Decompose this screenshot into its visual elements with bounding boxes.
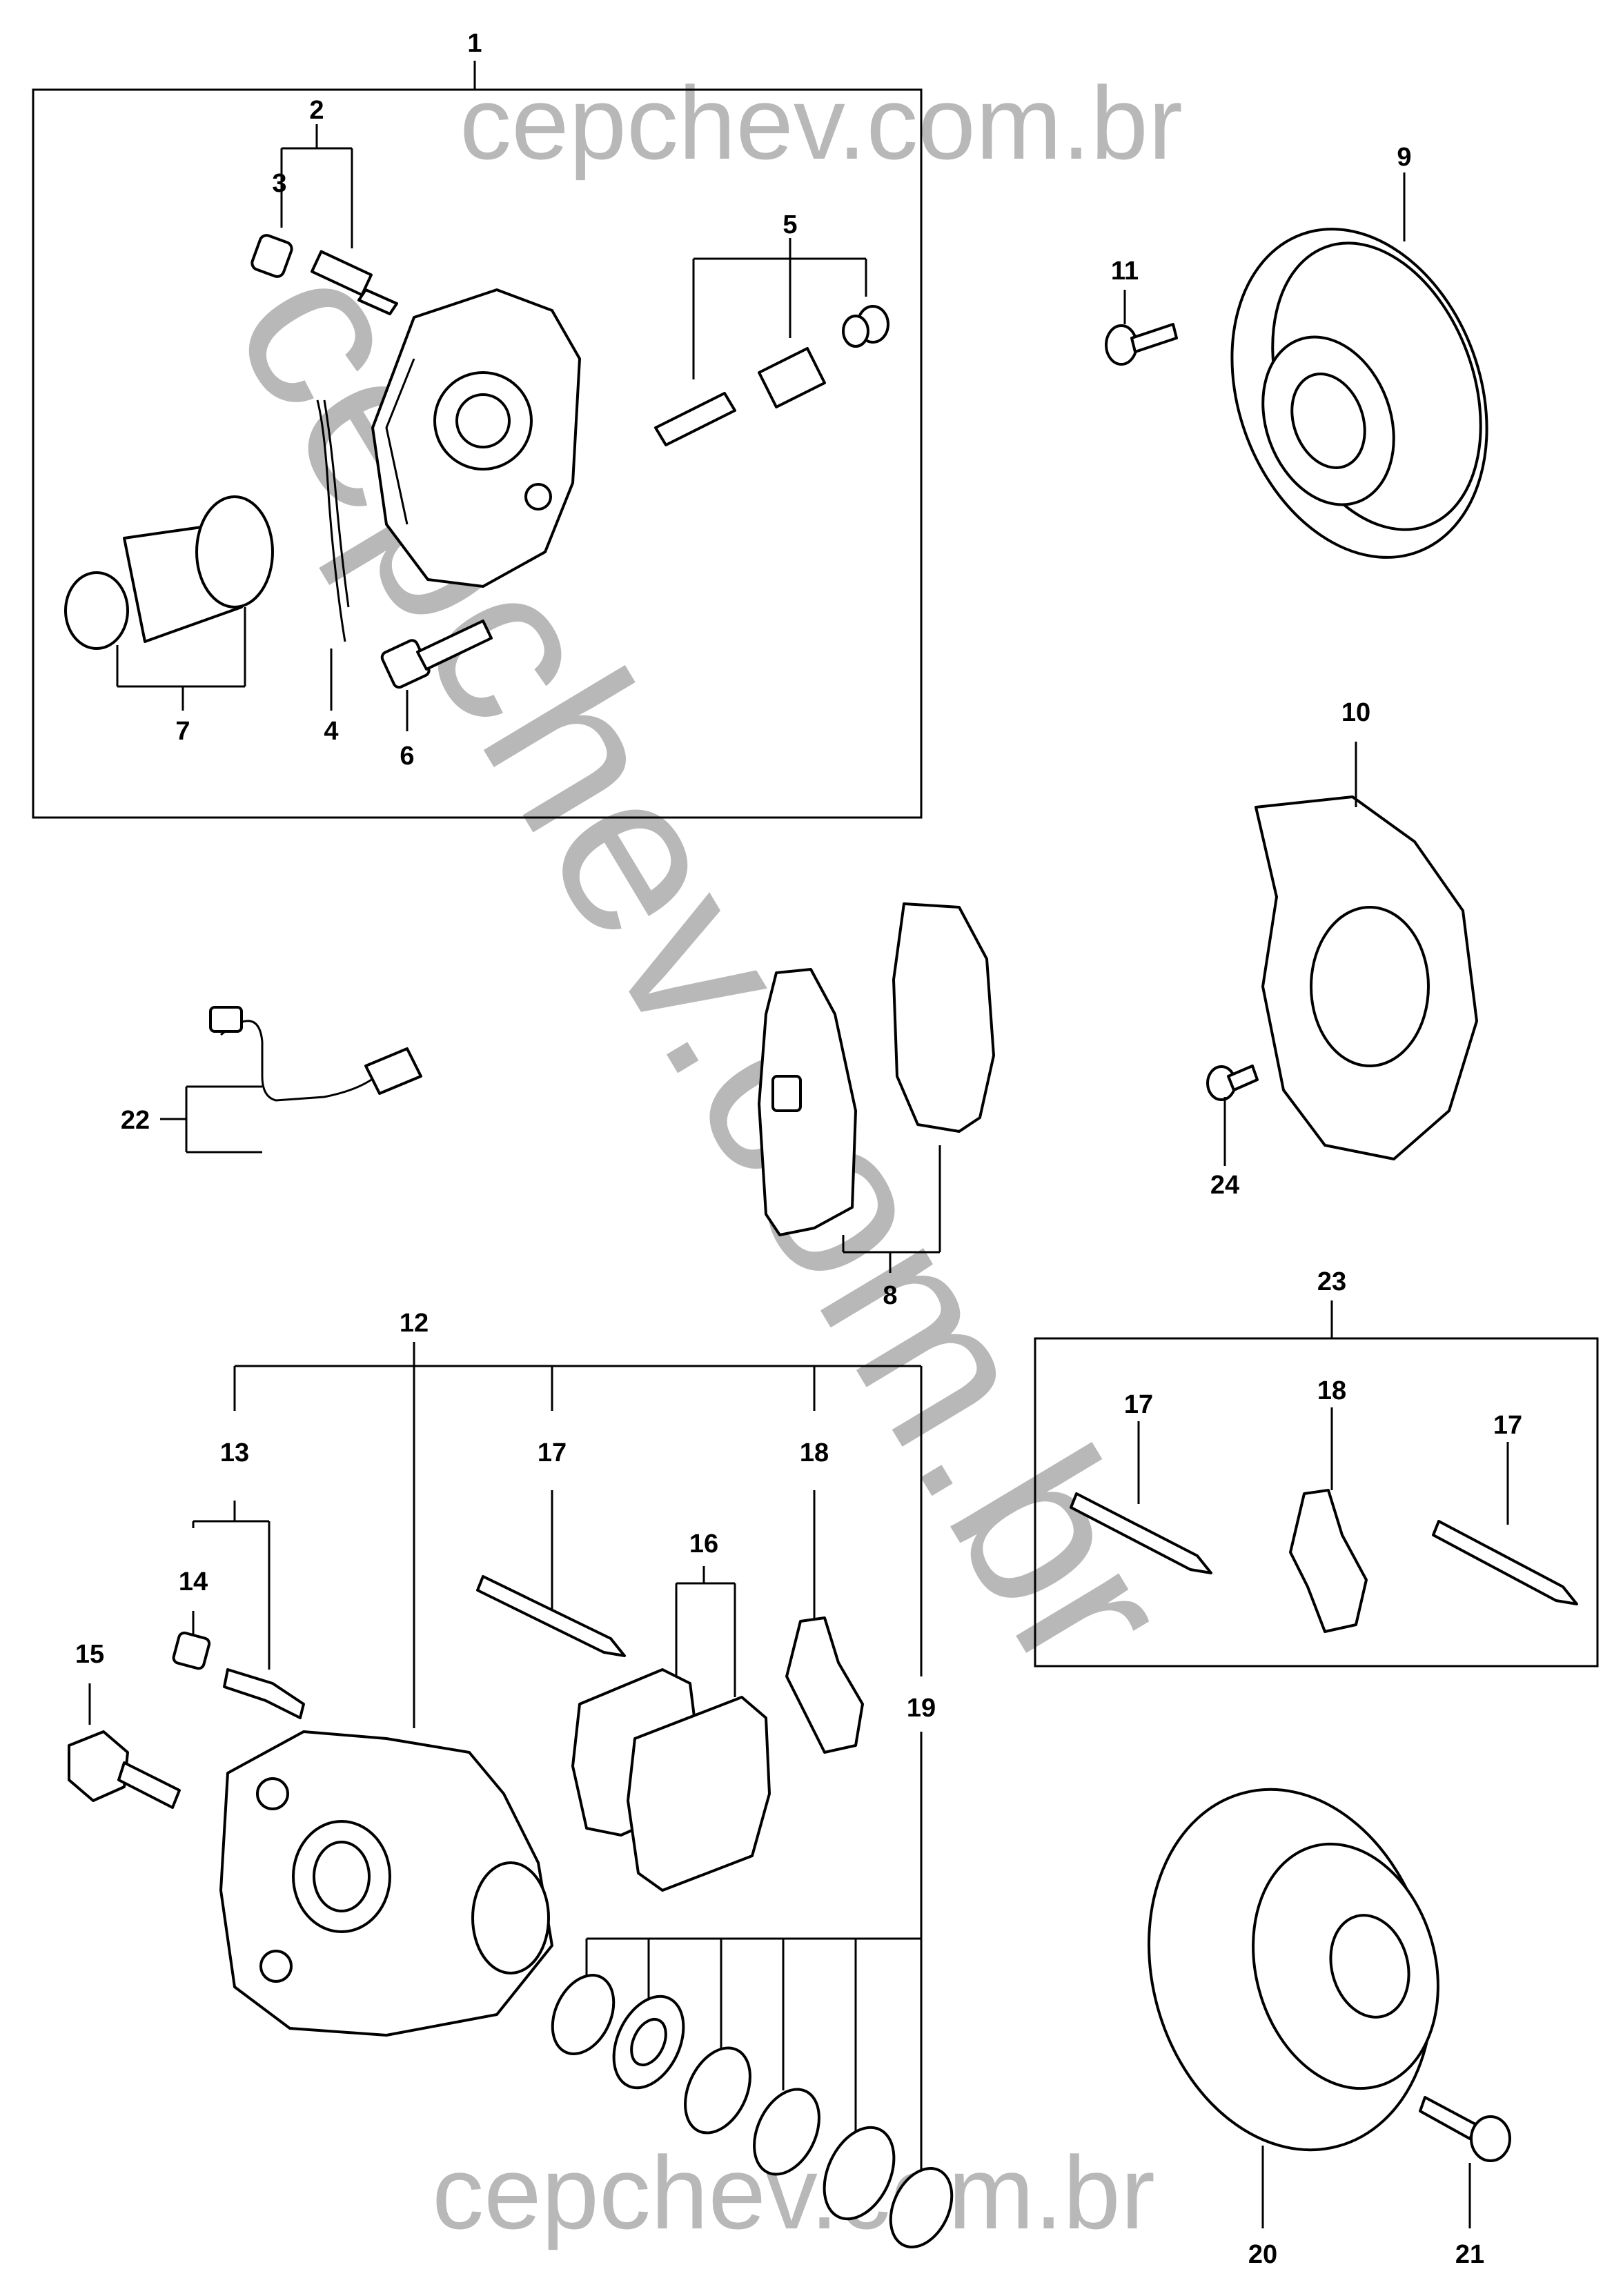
callout-5: 5 [783,210,797,239]
callout-16: 16 [689,1530,718,1558]
callout-4: 4 [324,717,338,746]
shield-bolt [1206,1065,1259,1101]
rear-bleeder-cap [172,1631,211,1670]
rear-caliper-bolt [68,1730,181,1809]
callout-2: 2 [309,96,324,125]
caliper-bolt [380,620,493,689]
kit-guide-pin-left [1070,1492,1212,1574]
callout-17-rear: 17 [538,1438,567,1467]
callout-23: 23 [1317,1267,1346,1296]
callout-18-rear: 18 [800,1438,829,1467]
rear-pad-spring-clip [785,1616,864,1754]
callout-3: 3 [272,169,286,198]
callout-7: 7 [175,717,190,746]
callout-12: 12 [400,1309,429,1338]
anti-rattle-spring [316,399,350,642]
callout-20: 20 [1248,2240,1277,2269]
callout-9: 9 [1397,143,1411,172]
rear-brake-disc [1148,1788,1439,2152]
rear-caliper-housing [219,1730,553,2037]
pad-hardware-kit-frame [1034,1337,1599,1667]
front-brake-pad-outer [892,902,995,1133]
guide-pin-kit [654,305,889,446]
callout-1: 1 [467,29,482,58]
callout-21: 21 [1455,2240,1484,2269]
bleeder-screw [310,250,398,315]
callout-10: 10 [1341,698,1370,727]
callout-8: 8 [883,1281,897,1310]
callout-14: 14 [179,1567,208,1596]
front-brake-pad-inner [758,968,857,1236]
bleeder-cap [250,234,293,278]
watermark-diagonal: cepchev.com.br [185,218,1223,1713]
front-brake-disc [1230,228,1488,559]
disc-retaining-screw [1105,323,1178,366]
front-caliper-housing [371,288,581,588]
rear-guide-pin [476,1575,626,1657]
callout-24: 24 [1210,1171,1239,1200]
splash-shield [1255,795,1478,1160]
callout-17-kit-right: 17 [1493,1411,1522,1440]
kit-spring-clip [1289,1489,1368,1633]
kit-guide-pin-right [1432,1520,1578,1605]
callout-19: 19 [907,1694,936,1723]
callout-13: 13 [220,1438,249,1467]
rear-piston-seals [551,1974,954,2248]
front-caliper-group-frame [32,88,923,819]
rear-bleeder-screw [223,1668,305,1719]
callout-6: 6 [400,742,414,771]
rear-brake-pad-inner [627,1696,771,1892]
wear-sensor [209,1006,422,1102]
rear-disc-screw [1419,2096,1511,2162]
watermark-top: cepchev.com.br [460,65,1183,181]
callout-11: 11 [1111,257,1139,286]
callout-15: 15 [75,1640,104,1669]
caliper-piston [64,495,274,650]
callout-22: 22 [121,1106,150,1135]
callout-18-kit: 18 [1317,1376,1346,1405]
callout-17-kit-left: 17 [1124,1390,1153,1419]
